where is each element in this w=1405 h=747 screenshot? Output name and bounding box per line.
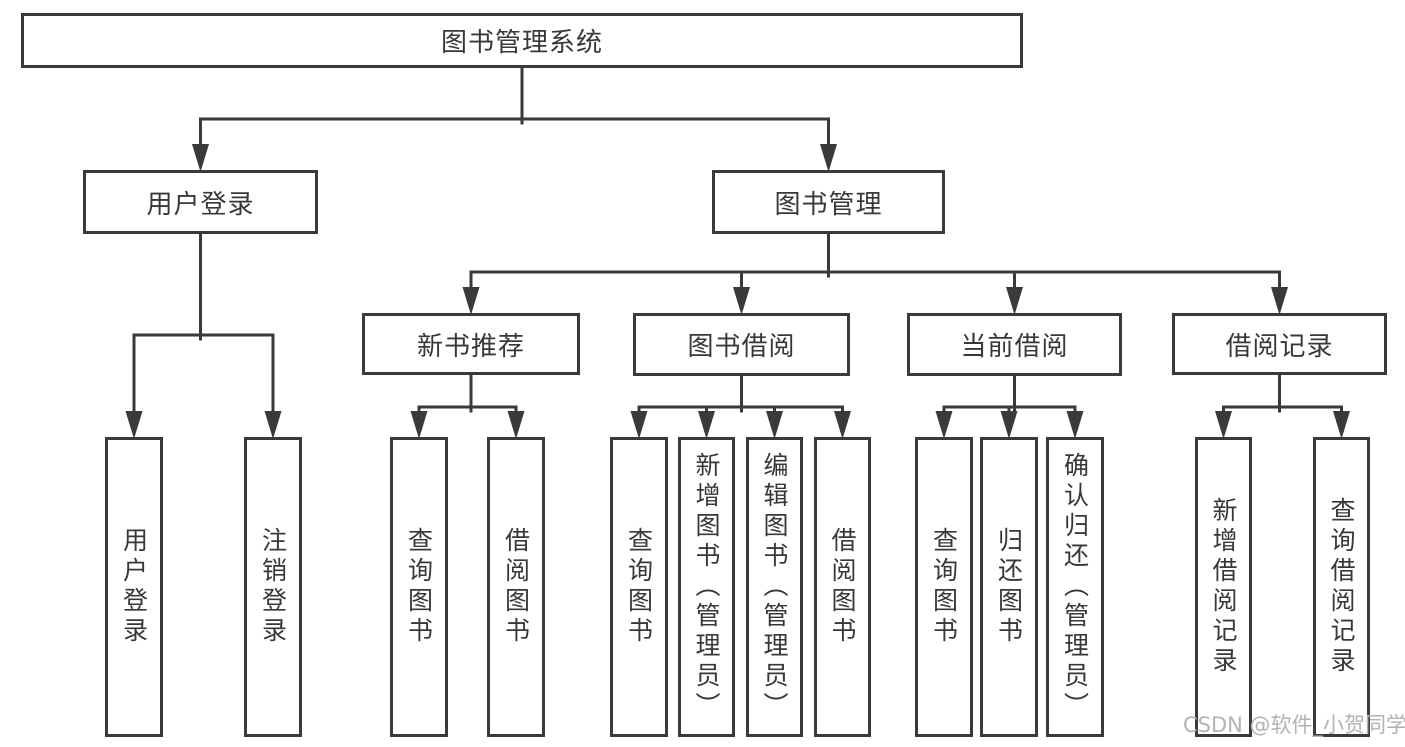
node-label: 编辑图书（管理员） (760, 452, 789, 722)
node-label: 新书推荐 (416, 331, 525, 362)
node-label: 图书借阅 (687, 332, 796, 362)
arrowhead (698, 411, 715, 439)
node-book-management: 图书管理 (712, 170, 945, 234)
node-label: 查询图书 (929, 527, 959, 647)
arrowhead (1066, 411, 1084, 439)
arrowhead (820, 144, 837, 172)
node-edit-books-admin: 编辑图书（管理员） (746, 437, 803, 737)
node-query-books-under-current: 查询图书 (915, 437, 973, 737)
arrowhead (462, 287, 480, 315)
node-label: 新增图书（管理员） (692, 452, 721, 722)
arrowhead (1215, 411, 1232, 439)
node-confirm-return-admin: 确认归还（管理员） (1046, 437, 1104, 737)
node-library-management-system: 图书管理系统 (21, 13, 1023, 68)
node-label: 注销登录 (258, 527, 288, 647)
arrowhead (733, 287, 750, 315)
node-borrowing-records: 借阅记录 (1172, 313, 1387, 375)
node-user-login: 用户登录 (83, 170, 318, 234)
node-label: 图书管理 (774, 189, 883, 220)
watermark: CSDN @软件_小贺同学 (1183, 713, 1405, 737)
node-borrow-books-under-borrowing: 借阅图书 (814, 437, 871, 737)
node-label: 借阅图书 (501, 527, 531, 647)
node-query-books-under-borrowing: 查询图书 (610, 437, 668, 737)
node-query-books-under-recommendation: 查询图书 (390, 437, 448, 737)
arrowhead (125, 411, 143, 439)
node-label: 图书管理系统 (440, 28, 603, 58)
node-label: 查询借阅记录 (1327, 497, 1356, 677)
node-label: 用户登录 (146, 189, 255, 220)
node-return-books: 归还图书 (980, 437, 1038, 737)
node-add-borrowing-record: 新增借阅记录 (1195, 437, 1252, 737)
arrowhead (766, 411, 783, 439)
node-label: 用户登录 (119, 527, 149, 647)
node-label: 查询图书 (404, 527, 434, 647)
node-label: 借阅图书 (828, 527, 857, 647)
arrowhead (264, 411, 282, 439)
node-label: 借阅记录 (1225, 331, 1334, 362)
node-label: 确认归还（管理员） (1060, 452, 1090, 722)
arrowhead (630, 411, 648, 439)
node-label: 查询图书 (624, 527, 654, 647)
node-query-borrowing-record: 查询借阅记录 (1313, 437, 1370, 737)
arrowhead (935, 411, 953, 439)
node-user-login-action: 用户登录 (105, 437, 163, 737)
arrowhead (1000, 411, 1018, 439)
node-label: 新增借阅记录 (1209, 497, 1238, 677)
node-logout-action: 注销登录 (244, 437, 302, 737)
arrowhead (410, 411, 428, 439)
node-new-book-recommendation: 新书推荐 (362, 313, 580, 375)
node-label: 当前借阅 (960, 332, 1069, 362)
arrowhead (1333, 411, 1350, 439)
arrowhead (1006, 287, 1023, 315)
arrowhead (507, 411, 525, 439)
node-borrow-books-under-recommendation: 借阅图书 (487, 437, 545, 737)
arrowhead (192, 144, 209, 172)
node-add-books-admin: 新增图书（管理员） (678, 437, 735, 737)
node-current-borrowing: 当前借阅 (907, 313, 1122, 376)
arrowhead (834, 411, 851, 439)
arrowhead (1271, 287, 1288, 315)
node-label: 归还图书 (994, 527, 1024, 647)
node-book-borrowing: 图书借阅 (633, 313, 850, 376)
